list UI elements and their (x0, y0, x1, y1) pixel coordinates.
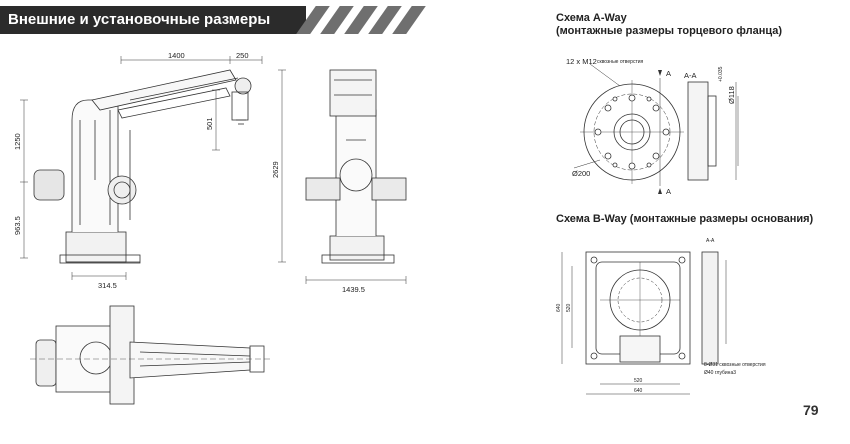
scheme-b-title: Схема B-Way (монтажные размеры основания… (556, 213, 814, 225)
dim-963-5: 963.5 (13, 216, 22, 235)
dim-1439-5: 1439.5 (342, 285, 365, 294)
scheme-a-subtitle: (монтажные размеры торцевого фланца) (556, 25, 783, 37)
dim-d118: Ø118 (727, 86, 736, 104)
scheme-a-title: Схема A-Way (556, 12, 627, 24)
section-mark-bottom: A (666, 187, 671, 196)
robot-top-view (30, 305, 270, 405)
section-label-a: A-A (684, 71, 697, 80)
dim-640-left: 640 (556, 303, 562, 312)
holes-callout: 12 x M12 (566, 57, 597, 66)
dim-520-bottom: 520 (634, 378, 643, 384)
dim-2629: 2629 (271, 161, 280, 178)
dim-d200: Ø200 (572, 169, 590, 178)
section-mark-top: A (666, 69, 671, 78)
base-drawing (561, 251, 727, 395)
section-header-bar (0, 6, 306, 34)
robot-side-view (33, 69, 252, 264)
dim-250: 250 (236, 51, 249, 60)
flange-drawing (573, 63, 739, 186)
base-holes-callout-2: Ø40 глубина3 (704, 370, 736, 376)
section-title: Внешние и установочные размеры (8, 11, 271, 28)
dim-tolerance: +0.035 (718, 66, 724, 82)
dim-314-5: 314.5 (98, 281, 117, 290)
base-holes-callout: 8-Ø31 сквозные отверстия (704, 362, 766, 368)
dim-501: 501 (205, 117, 214, 130)
dim-640-bottom: 640 (634, 388, 643, 394)
dim-520-left: 520 (566, 303, 572, 312)
dim-1400: 1400 (168, 51, 185, 60)
holes-callout-text: сквозные отверстия (597, 59, 644, 65)
robot-front-view (305, 69, 407, 264)
page-number: 79 (803, 402, 819, 418)
dim-1250: 1250 (13, 133, 22, 150)
section-label-b: A-A (706, 238, 715, 244)
